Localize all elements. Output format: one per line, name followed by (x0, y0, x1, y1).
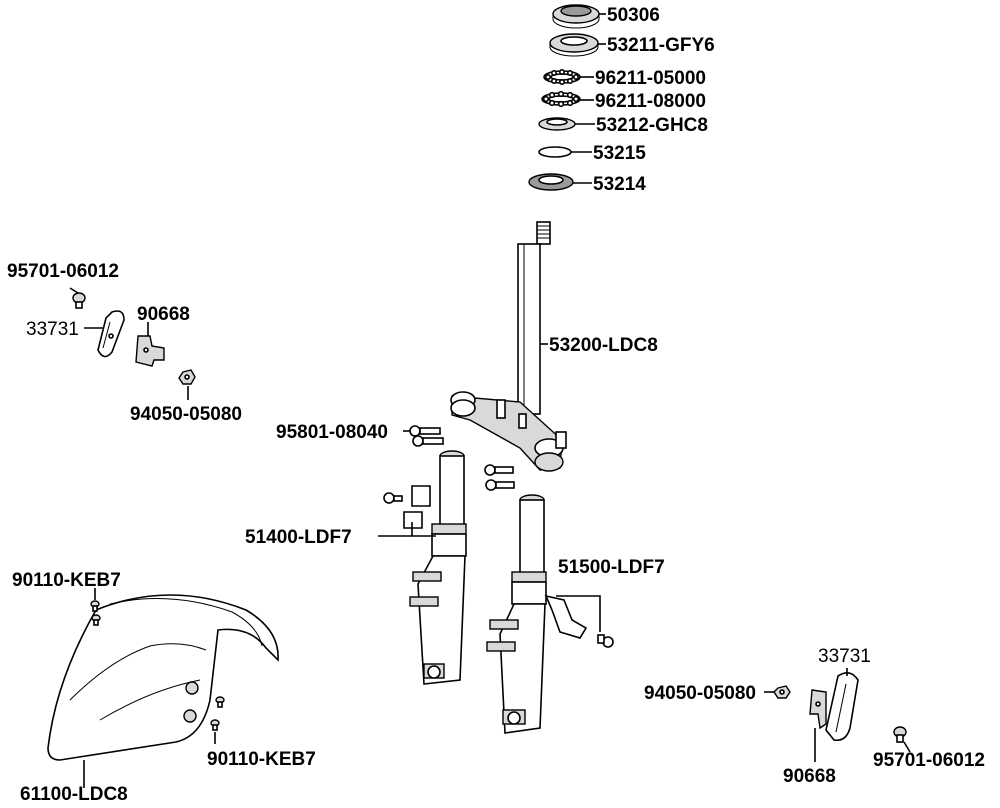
label-95801: 95801-08040 (276, 422, 388, 443)
part-96211-08000-bearing (541, 90, 581, 108)
label-90668-right: 90668 (783, 766, 836, 787)
part-51400-left-fork (383, 450, 467, 685)
label-90668-left: 90668 (137, 304, 190, 325)
label-95701-left: 95701-06012 (7, 261, 119, 282)
part-33731-right-reflector (825, 672, 859, 742)
label-50306: 50306 (607, 5, 660, 26)
part-95701-right-screw (893, 726, 907, 743)
label-53212: 53212-GHC8 (596, 115, 708, 136)
part-50306-nut (552, 4, 600, 29)
label-94050-right: 94050-05080 (644, 683, 756, 704)
label-33731-left: 33731 (26, 319, 79, 340)
label-90110-bottom: 90110-KEB7 (207, 749, 316, 770)
part-53214-race (528, 173, 574, 191)
part-53200-steering-stem (450, 221, 567, 472)
label-90110-top: 90110-KEB7 (12, 570, 121, 591)
part-61100-front-fender (47, 594, 279, 761)
label-96211-08000: 96211-08000 (595, 91, 706, 112)
part-90110-top-screws (90, 600, 101, 626)
part-53211-locknut (549, 33, 599, 57)
part-53215-ring (538, 146, 572, 158)
label-51500: 51500-LDF7 (558, 557, 665, 578)
label-53214: 53214 (593, 174, 646, 195)
label-53200: 53200-LDC8 (549, 335, 658, 356)
part-94050-right-nut (773, 685, 791, 699)
part-95701-left-screw (72, 292, 86, 309)
label-96211-05000: 96211-05000 (595, 68, 706, 89)
label-33731-right: 33731 (818, 646, 871, 667)
part-53212-race (538, 117, 576, 131)
label-53211: 53211-GFY6 (607, 35, 715, 56)
part-90668-left-bracket (135, 335, 165, 367)
part-95801-bolts (409, 425, 515, 491)
part-33731-left-reflector (97, 310, 125, 358)
part-90668-right-bracket (809, 689, 827, 730)
part-51500-right-fork (486, 494, 614, 734)
label-53215: 53215 (593, 143, 646, 164)
label-94050-left: 94050-05080 (130, 404, 242, 425)
part-96211-05000-bearing (543, 69, 581, 86)
part-90110-bottom-screws (210, 696, 225, 731)
part-94050-left-nut (178, 369, 196, 385)
label-61100: 61100-LDC8 (20, 784, 128, 805)
label-51400: 51400-LDF7 (245, 527, 352, 548)
label-95701-right: 95701-06012 (873, 750, 985, 771)
